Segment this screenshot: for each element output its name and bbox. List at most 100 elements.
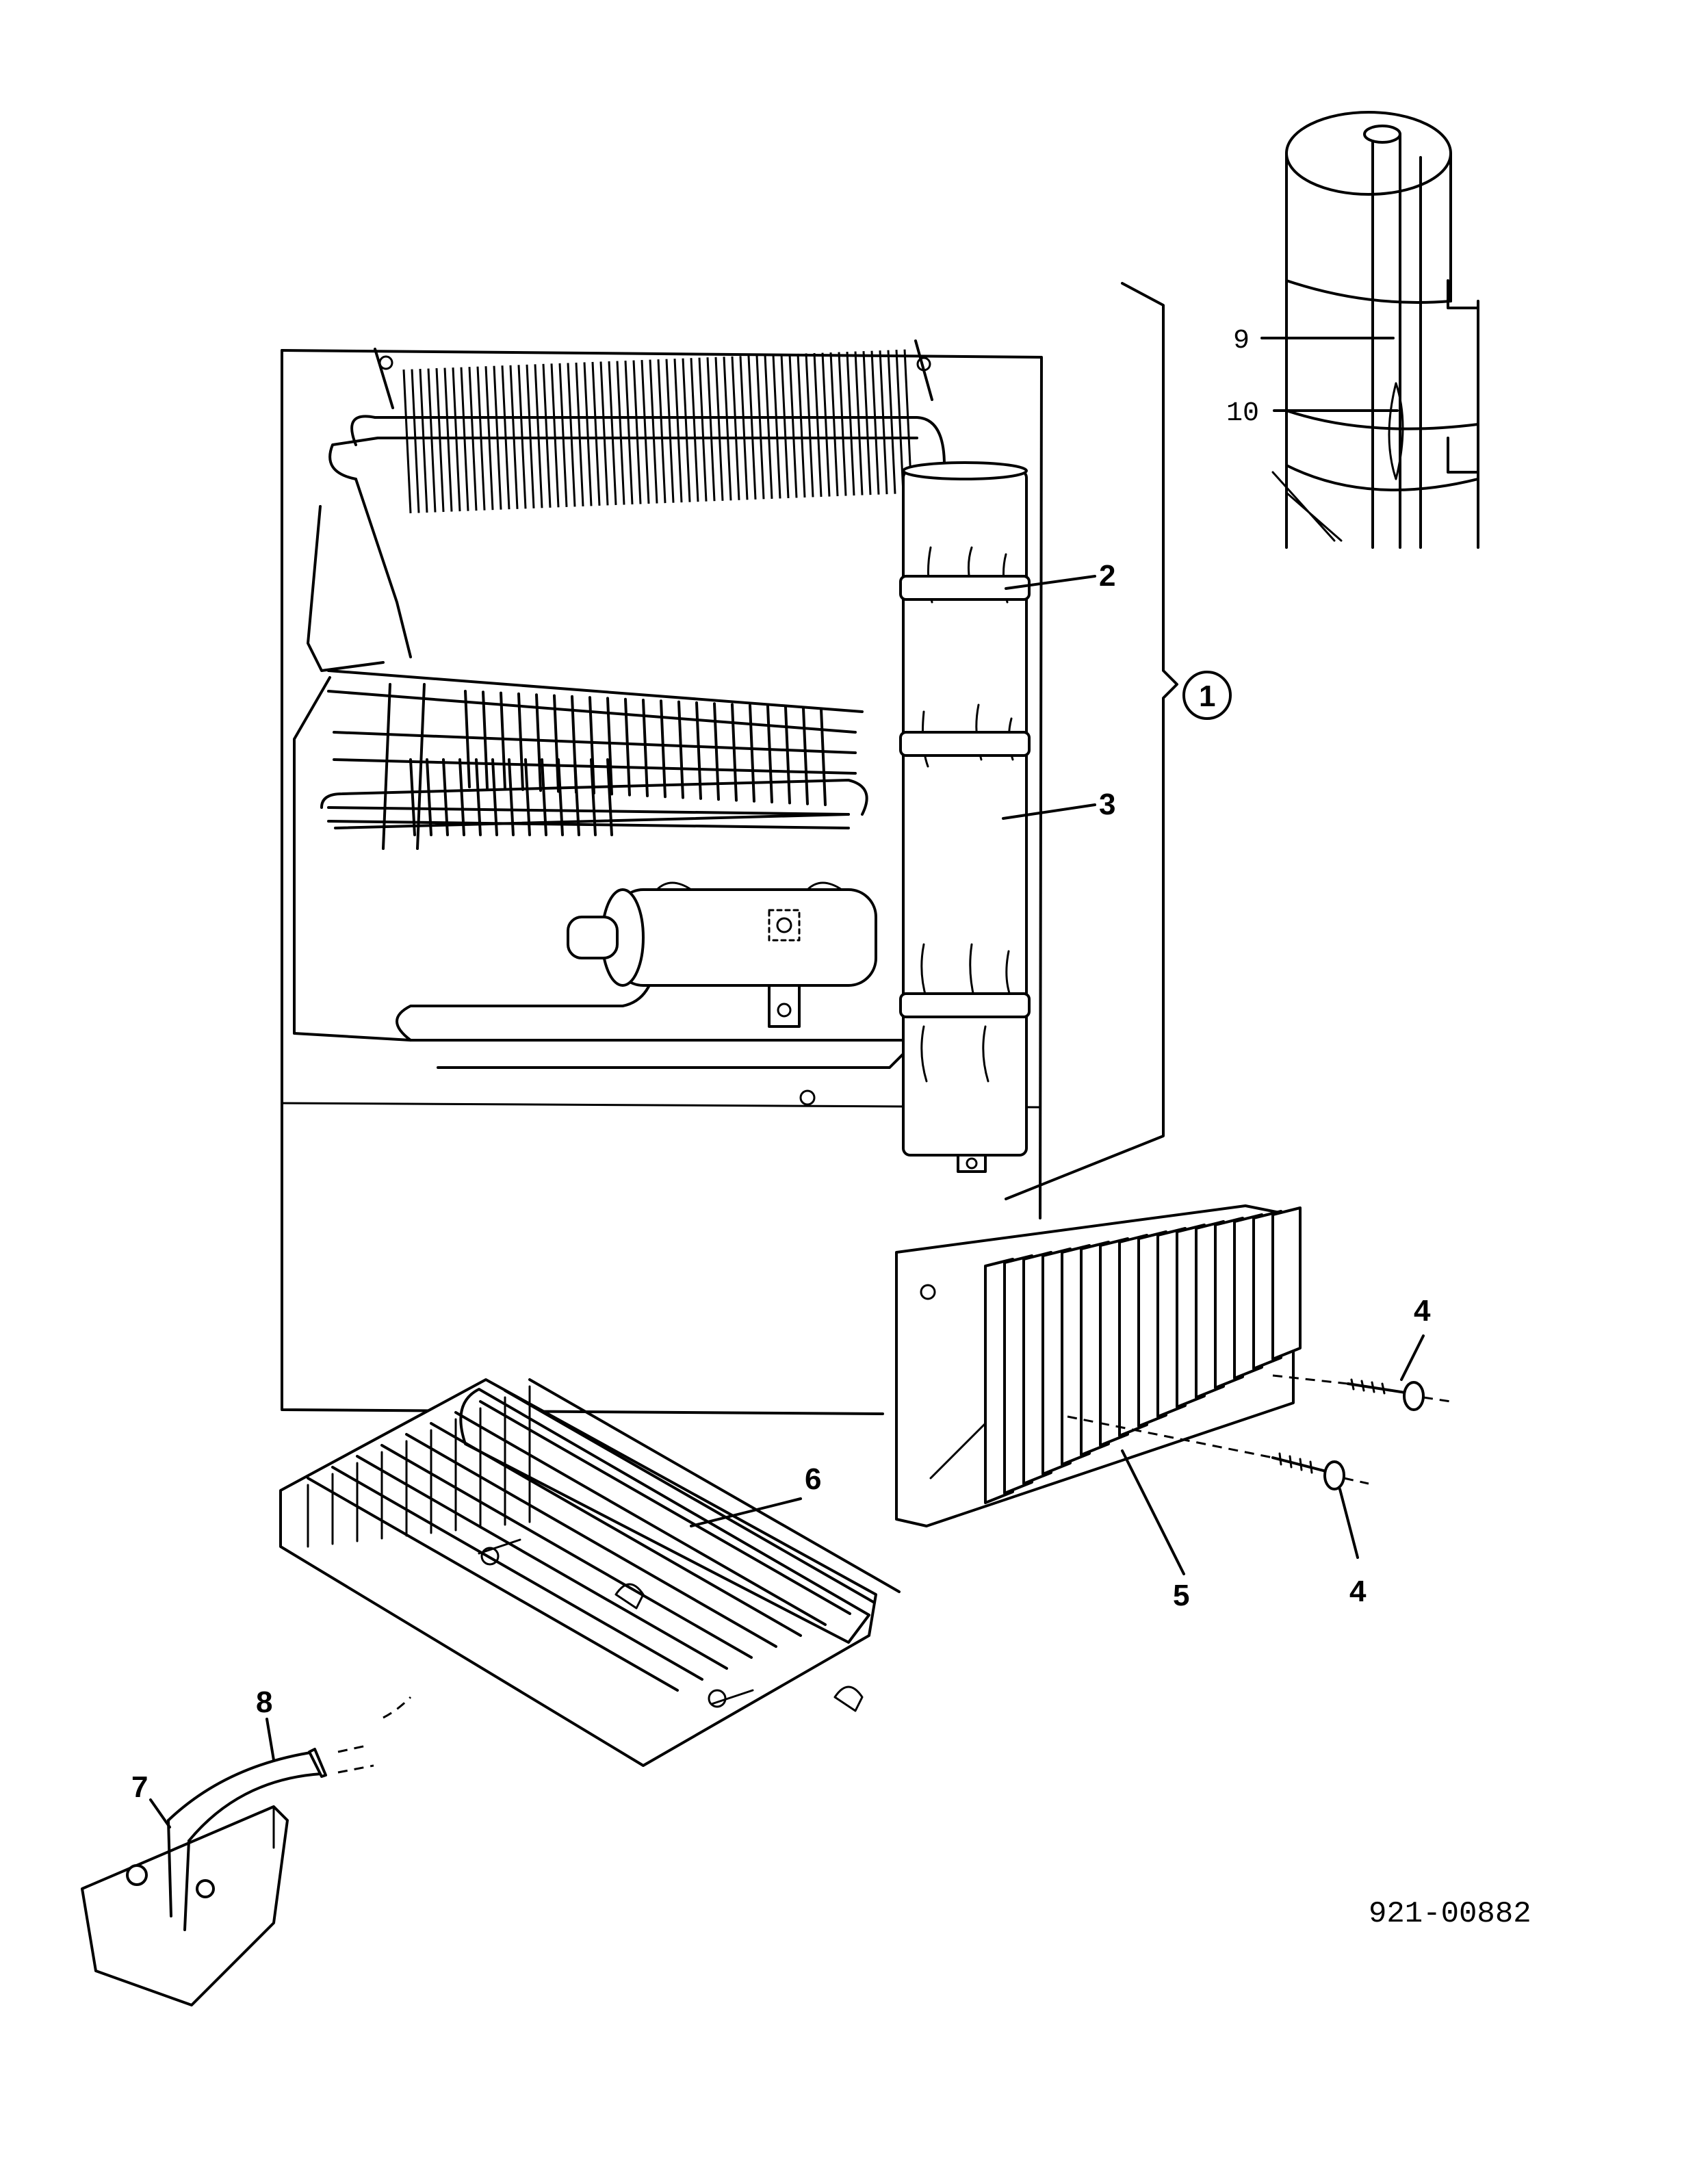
mounting-screw — [1067, 1374, 1451, 1490]
absorber-fin — [464, 690, 471, 788]
condenser-fin — [443, 367, 453, 512]
callout-2: 2 — [1099, 559, 1115, 593]
condenser-fin — [821, 352, 831, 497]
absorber-fin — [409, 758, 416, 836]
condenser-fin — [788, 354, 798, 498]
absorber-fin — [784, 706, 791, 805]
absorber-fin — [590, 758, 597, 836]
condenser-fin — [567, 363, 576, 507]
absorber-fin — [524, 758, 531, 836]
assembly-bracket — [1005, 282, 1178, 1200]
condenser-fin — [805, 353, 814, 498]
leader-lines — [149, 575, 1425, 1829]
callout-1: 1 — [1199, 680, 1215, 713]
absorber-fin — [642, 699, 649, 797]
callout-5: 5 — [1173, 1579, 1189, 1612]
condenser-fin — [517, 365, 527, 509]
flue-detail-inset — [1260, 111, 1479, 549]
front-fin — [504, 1389, 876, 1604]
absorber-fin — [475, 758, 482, 836]
rear-heat-sink — [895, 1204, 1302, 1527]
condenser-fin — [813, 352, 823, 498]
condenser-fin — [780, 354, 790, 498]
callout-4-upper: 4 — [1414, 1294, 1431, 1328]
condenser-fin — [427, 368, 437, 513]
absorber-fin — [508, 758, 515, 836]
condenser-fin — [682, 358, 691, 502]
absorber-fin — [766, 705, 773, 804]
condenser-fin — [723, 357, 732, 501]
condenser-fin — [772, 354, 781, 499]
condenser-fin — [797, 353, 806, 498]
absorber-fin — [695, 701, 702, 800]
front-fin — [454, 1411, 827, 1626]
condenser-fin — [526, 364, 535, 508]
condenser-fin — [509, 365, 519, 509]
callout-10: 10 — [1226, 398, 1259, 429]
condenser-fin — [411, 369, 420, 513]
condenser-fin — [476, 366, 486, 511]
front-fin — [380, 1444, 753, 1659]
absorber-fin — [802, 706, 809, 805]
absorber-fin — [677, 700, 684, 799]
drip-tray-assembly — [81, 1696, 412, 2006]
condenser-fin — [895, 350, 905, 494]
condenser-fin — [599, 361, 609, 506]
condenser-fin — [887, 350, 896, 494]
absorber-fin — [606, 697, 613, 796]
condenser-fin — [624, 360, 634, 505]
condenser-fin — [501, 365, 510, 510]
condenser-fin — [460, 367, 469, 511]
absorber-fin — [731, 703, 738, 802]
boiler-tank — [567, 881, 877, 1028]
lower-heat-sink — [279, 1378, 901, 1767]
front-fin — [528, 1378, 901, 1593]
condenser-fin — [632, 360, 642, 504]
insulation-wrap — [799, 461, 1031, 1173]
absorber-fin — [458, 758, 465, 836]
condenser-fin — [534, 364, 543, 508]
condenser-fin — [846, 352, 855, 496]
condenser-fin — [854, 351, 864, 495]
condenser-fin — [550, 363, 560, 508]
condenser-fin — [879, 350, 888, 495]
condenser-fin — [657, 359, 667, 504]
condenser-fin — [419, 368, 428, 513]
condenser-fin — [583, 362, 593, 506]
front-fin — [331, 1466, 703, 1681]
absorber-fin — [482, 690, 489, 790]
condenser-fin — [870, 350, 880, 495]
condenser-fin — [829, 352, 839, 497]
front-fin — [307, 1477, 679, 1692]
drawing-number: 921-00882 — [1369, 1897, 1531, 1931]
condenser-fin — [698, 357, 708, 502]
absorber-fin — [535, 693, 542, 792]
absorber-fin — [820, 708, 827, 806]
condenser-fin — [747, 355, 757, 500]
callout-8: 8 — [256, 1685, 272, 1719]
absorber-coil — [327, 669, 864, 850]
absorber-fin — [606, 758, 613, 836]
condenser-fin — [452, 367, 461, 512]
callout-6: 6 — [805, 1462, 821, 1496]
condenser-fin — [558, 363, 568, 507]
condenser-fin — [838, 352, 847, 496]
condenser-fin — [640, 360, 650, 504]
absorber-fin — [573, 758, 580, 836]
rear-fin — [1271, 1206, 1302, 1360]
callout-9: 9 — [1233, 326, 1250, 357]
condenser-fin — [862, 351, 872, 495]
absorber-fin — [553, 694, 560, 793]
condenser-fin — [575, 362, 584, 506]
condenser-fin — [484, 366, 494, 511]
absorber-fin — [491, 758, 498, 836]
condenser-fin — [435, 368, 445, 513]
condenser-fin — [673, 359, 683, 503]
absorber-fin — [749, 703, 755, 803]
condenser-fin — [739, 356, 749, 500]
absorber-fin — [660, 699, 667, 799]
absorber-fin — [557, 758, 564, 836]
absorber-fin — [442, 758, 449, 836]
front-fin — [430, 1422, 802, 1637]
